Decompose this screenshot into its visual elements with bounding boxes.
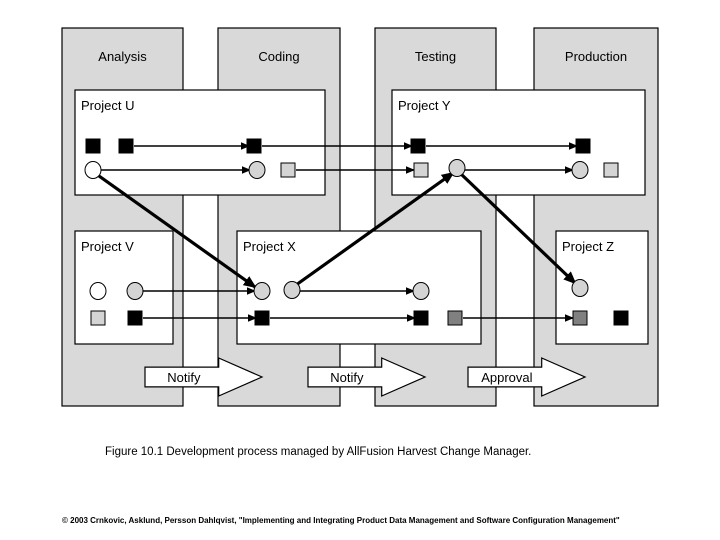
node-z-sq-2 xyxy=(613,310,629,326)
lane-production: Production xyxy=(533,27,659,407)
lane-rect-analysis xyxy=(61,27,184,407)
lane-label-coding: Coding xyxy=(258,49,299,64)
lane-rect-coding xyxy=(217,27,341,407)
lane-label-testing: Testing xyxy=(415,49,456,64)
project-label-project-x: Project X xyxy=(243,239,296,254)
project-rect-project-x xyxy=(236,230,482,345)
flow-arrow-shape-notify-1 xyxy=(144,357,264,397)
node-p-ci-1 xyxy=(571,161,589,179)
lanes-layer: Analysis Coding Testing Production xyxy=(61,27,659,407)
node-x-sq-3 xyxy=(447,310,463,326)
node-x-ci-1 xyxy=(253,282,271,300)
node-c-sq-1 xyxy=(246,138,262,154)
flow-arrow-notify-2: Notify xyxy=(307,357,427,397)
project-rect-project-y xyxy=(391,89,646,196)
node-u-ci-1 xyxy=(84,161,102,179)
project-label-project-z: Project Z xyxy=(562,239,614,254)
flow-arrow-shape-notify-2 xyxy=(307,357,427,397)
node-c-ci-1 xyxy=(248,161,266,179)
node-x-ci-2 xyxy=(283,281,301,299)
flow-arrow-notify-1: Notify xyxy=(144,357,264,397)
flow-arrow-approval: Approval xyxy=(467,357,587,397)
connector-u-ci1-to-x-ci1 xyxy=(98,174,257,289)
flow-arrow-label-approval: Approval xyxy=(481,370,532,385)
projects-layer: Project U Project Y Project V Project X Proj… xyxy=(74,89,649,345)
lane-rect-production xyxy=(533,27,659,407)
node-u-sq-1 xyxy=(85,138,101,154)
node-v-ci-1 xyxy=(89,282,107,300)
node-z-ci-1 xyxy=(571,279,589,297)
project-label-project-y: Project Y xyxy=(398,98,451,113)
node-p-sq-1 xyxy=(575,138,591,154)
connectors-layer xyxy=(98,142,578,322)
node-v-sq-1 xyxy=(90,310,106,326)
node-u-sq-2 xyxy=(118,138,134,154)
lane-label-analysis: Analysis xyxy=(98,49,147,64)
figure-caption: Figure 10.1 Development process managed … xyxy=(105,446,532,458)
project-box-project-y: Project Y xyxy=(391,89,646,196)
project-rect-project-z xyxy=(555,230,649,345)
connector-y-ci1-to-z-ci1 xyxy=(459,172,577,285)
project-box-project-x: Project X xyxy=(236,230,482,345)
node-x-ci-3 xyxy=(412,282,430,300)
figure-credit: © 2003 Crnkovic, Asklund, Persson Dahlqv… xyxy=(62,516,620,525)
flow-arrow-label-notify-2: Notify xyxy=(330,370,364,385)
node-y-sq-1 xyxy=(410,138,426,154)
node-z-sq-1 xyxy=(572,310,588,326)
flow-arrows-layer: Notify Notify Approval xyxy=(144,357,587,397)
node-y-ci-1 xyxy=(448,159,466,177)
lane-label-production: Production xyxy=(565,49,627,64)
flow-arrow-shape-approval xyxy=(467,357,587,397)
node-x-sq-1 xyxy=(254,310,270,326)
project-label-project-u: Project U xyxy=(81,98,134,113)
project-box-project-u: Project U xyxy=(74,89,326,196)
lane-coding: Coding xyxy=(217,27,341,407)
project-label-project-v: Project V xyxy=(81,239,134,254)
node-x-sq-2 xyxy=(413,310,429,326)
project-box-project-v: Project V xyxy=(74,230,174,345)
node-c-sq-2 xyxy=(280,162,296,178)
node-y-sq-2 xyxy=(413,162,429,178)
node-p-sq-2 xyxy=(603,162,619,178)
flow-arrow-label-notify-1: Notify xyxy=(167,370,201,385)
project-box-project-z: Project Z xyxy=(555,230,649,345)
nodes-layer xyxy=(84,138,629,326)
lane-analysis: Analysis xyxy=(61,27,184,407)
connector-x-ci2-to-y-ci1 xyxy=(295,171,455,287)
node-v-ci-2 xyxy=(126,282,144,300)
node-v-sq-2 xyxy=(127,310,143,326)
